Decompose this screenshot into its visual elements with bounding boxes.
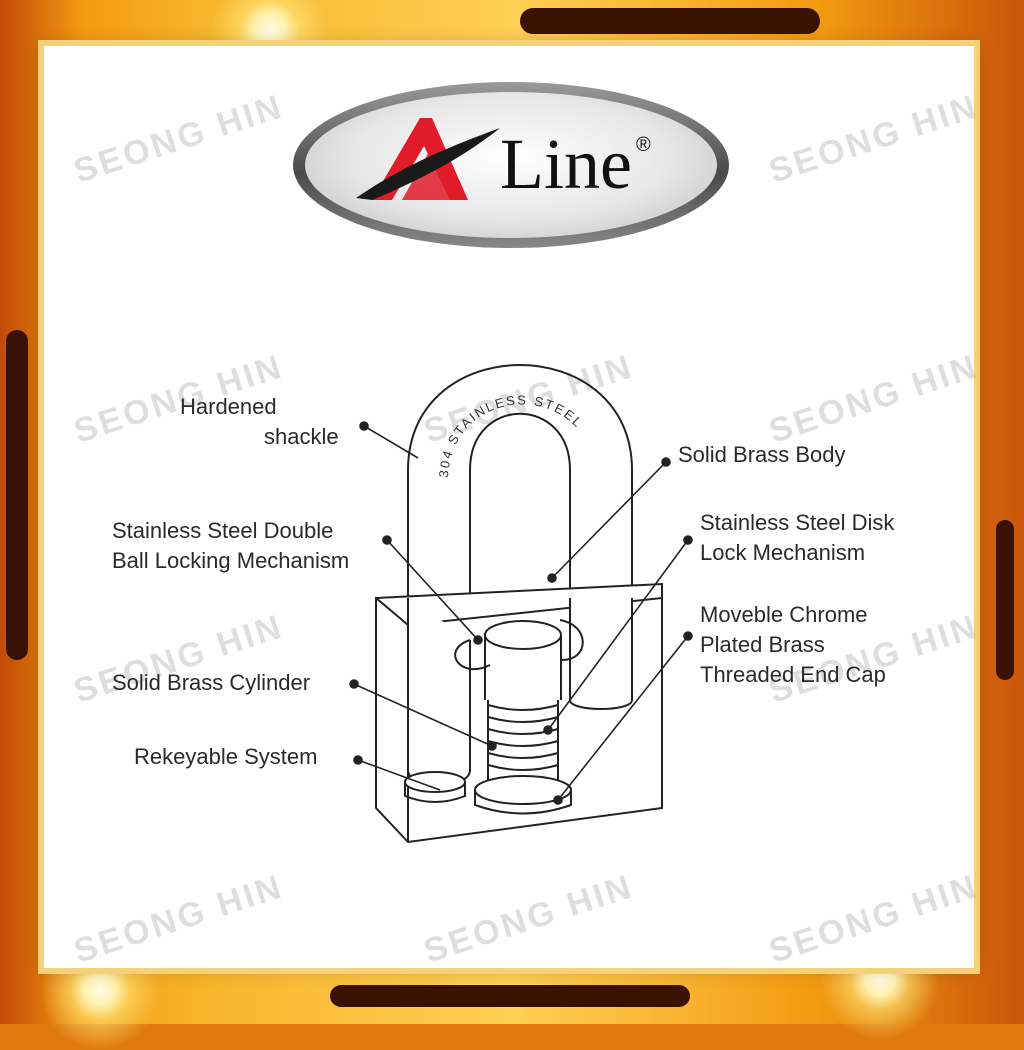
dark-streak-bottom [330,985,690,1007]
registered-mark: ® [636,134,651,156]
label-threaded-end-cap: Moveble Chrome Plated Brass Threaded End… [700,602,886,687]
label-disk-lock-mechanism: Stainless Steel Disk Lock Mechanism [700,510,895,565]
dark-streak-right [996,520,1014,680]
brand-name: Line [500,124,632,204]
shackle-engraving: 304 STAINLESS STEEL [436,392,584,478]
logo-a-mark [356,118,500,200]
label-hardened-shackle: Hardened shackle [180,394,339,449]
shackle [407,364,633,700]
label-solid-brass-body: Solid Brass Body [678,442,846,467]
label-double-ball-mechanism: Stainless Steel Double Ball Locking Mech… [112,518,350,573]
brand-logo [293,82,729,248]
label-solid-brass-cylinder: Solid Brass Cylinder [112,670,311,695]
padlock-diagram: 304 STAINLESS STEEL [349,364,693,844]
shackle-inner [469,412,571,610]
svg-text:304 STAINLESS STEEL: 304 STAINLESS STEEL [436,392,586,478]
label-rekeyable-system: Rekeyable System [134,744,318,769]
dark-streak-top [520,8,820,34]
dark-streak-left [6,330,28,660]
